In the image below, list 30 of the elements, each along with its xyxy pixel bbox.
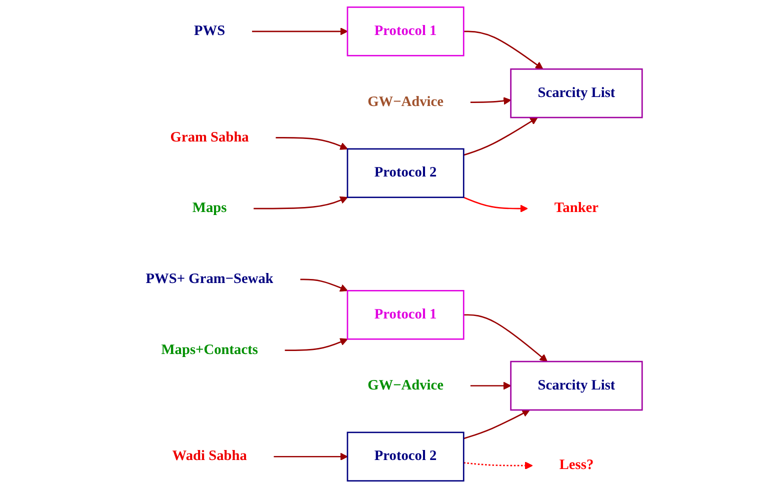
arrow <box>464 30 544 70</box>
node-text: GW−Advice <box>368 94 444 110</box>
node-text: Gram Sabha <box>170 130 249 145</box>
arrow <box>463 410 530 440</box>
node-box: Scarcity List <box>510 68 643 118</box>
arrow <box>470 382 512 390</box>
node-text: PWS <box>194 23 226 39</box>
node-text: PWS+ Gram−Sewak <box>146 271 274 287</box>
node-box: Scarcity List <box>510 360 643 411</box>
arrow <box>300 278 348 292</box>
node-text: Less? <box>559 458 594 473</box>
node-box: Protocol 2 <box>346 432 464 482</box>
arrow <box>274 452 348 461</box>
arrow <box>252 27 348 36</box>
node-text: Maps <box>192 200 227 216</box>
node-box: Protocol 1 <box>346 6 464 56</box>
node-text: Tanker <box>554 200 599 216</box>
arrow <box>254 196 348 210</box>
node-text: Maps+Contacts <box>161 342 258 358</box>
arrow <box>463 117 538 156</box>
arrow <box>284 338 348 351</box>
arrow <box>470 96 512 105</box>
node-text: GW−Advice <box>368 378 444 393</box>
arrow <box>463 196 528 213</box>
node-box: Protocol 1 <box>346 290 464 340</box>
node-box: Protocol 2 <box>346 148 464 198</box>
arrow <box>464 314 548 362</box>
arrow <box>464 462 533 470</box>
arrow <box>276 137 348 150</box>
node-text: Wadi Sabha <box>172 448 247 464</box>
